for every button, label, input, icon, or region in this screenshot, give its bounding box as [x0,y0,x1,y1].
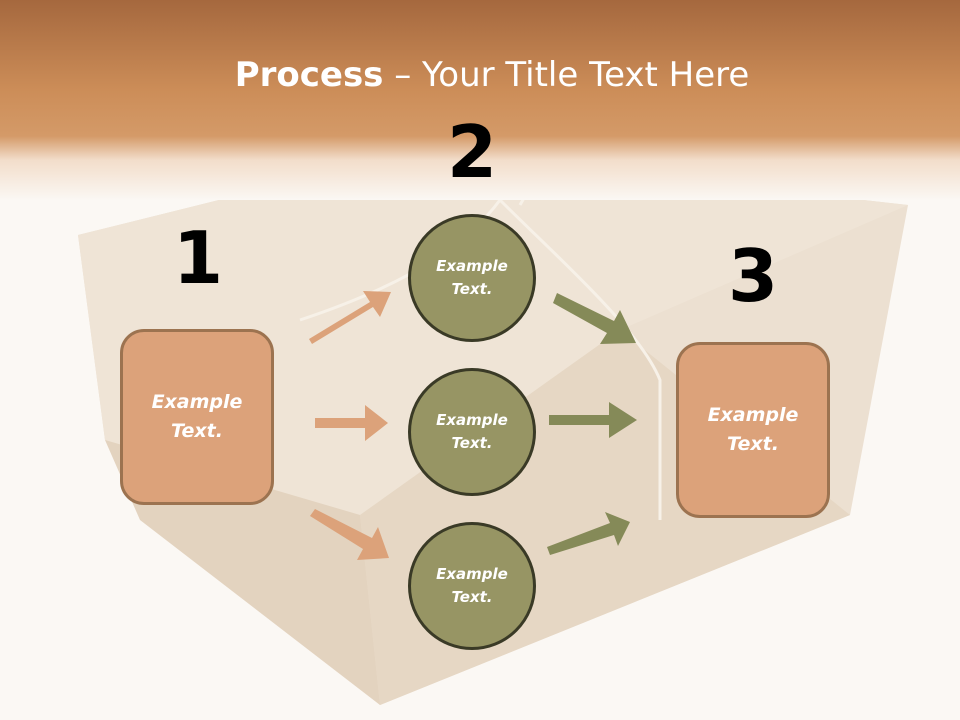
step-number-2: 2 [446,110,498,194]
step-3-box[interactable]: Example Text. [676,342,830,518]
circle-text: Example Text. [436,411,508,452]
step-2-circle-middle[interactable]: Example Text. [408,368,536,496]
arrow-box1-to-circle2 [315,405,388,441]
step-number-1: 1 [172,216,224,300]
step-2-circle-bottom[interactable]: Example Text. [408,522,536,650]
circle-text: Example Text. [436,257,508,298]
step-3-text: Example Text. [707,404,799,455]
slide-title: Process – Your Title Text Here [0,52,960,98]
circle-text: Example Text. [436,565,508,606]
arrow-circle3-to-box3 [547,512,630,555]
arrow-circle1-to-box3 [553,293,636,344]
title-rest: – Your Title Text Here [383,55,750,95]
arrow-box1-to-circle3 [310,509,389,560]
arrow-circle2-to-box3 [549,402,637,438]
step-2-circle-top[interactable]: Example Text. [408,214,536,342]
step-1-text: Example Text. [151,391,243,442]
step-1-box[interactable]: Example Text. [120,329,274,505]
arrow-box1-to-circle1 [309,291,391,344]
title-bold: Process [234,55,384,95]
step-number-3: 3 [727,234,779,318]
